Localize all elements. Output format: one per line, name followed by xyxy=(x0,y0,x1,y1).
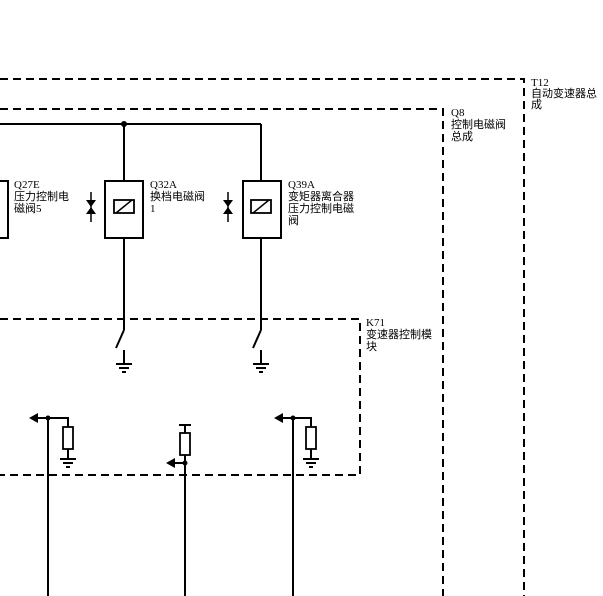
q27e-name-line1: 压力控制电 xyxy=(14,191,69,203)
q8-code: Q8 xyxy=(451,107,465,119)
q39a-name-line2: 压力控制电磁 xyxy=(288,203,354,215)
q8-name-line2: 总成 xyxy=(451,131,473,143)
q32a-name-line2: 1 xyxy=(150,203,156,215)
q39a-name-line1: 变矩器离合器 xyxy=(288,191,354,203)
t12-name-line1: 自动变速器总 xyxy=(531,88,597,100)
k71-input-circuit-3 xyxy=(274,413,319,596)
q32a-name-line1: 换档电磁阀 xyxy=(150,191,205,203)
k71-name-line1: 变速器控制模 xyxy=(366,329,432,341)
q8-name-line1: 控制电磁阀 xyxy=(451,119,506,131)
q32a-code: Q32A xyxy=(150,179,177,191)
k71-boundary xyxy=(0,318,361,476)
t12-name-line2: 成 xyxy=(531,99,542,111)
q8-boundary xyxy=(0,108,444,596)
q27e-name-line2: 磁阀5 xyxy=(14,203,42,215)
k71-input-circuit-1 xyxy=(29,413,76,596)
k71-code: K71 xyxy=(366,317,385,329)
q39a-solenoid xyxy=(242,124,282,330)
q39a-code: Q39A xyxy=(288,179,315,191)
q27e-code: Q27E xyxy=(14,179,40,191)
t12-code: T12 xyxy=(531,77,549,89)
q39a-name-line3: 阀 xyxy=(288,215,299,227)
q39a-valve-symbol xyxy=(223,192,233,222)
k71-name-line2: 块 xyxy=(366,341,377,353)
q32a-switch-ground xyxy=(115,329,132,373)
k71-input-circuit-2 xyxy=(166,424,191,596)
q27e-coil-box xyxy=(0,180,9,239)
q39a-switch-ground xyxy=(252,329,269,373)
q32a-valve-symbol xyxy=(86,192,96,222)
t12-boundary xyxy=(0,78,525,596)
q32a-solenoid xyxy=(104,124,144,330)
